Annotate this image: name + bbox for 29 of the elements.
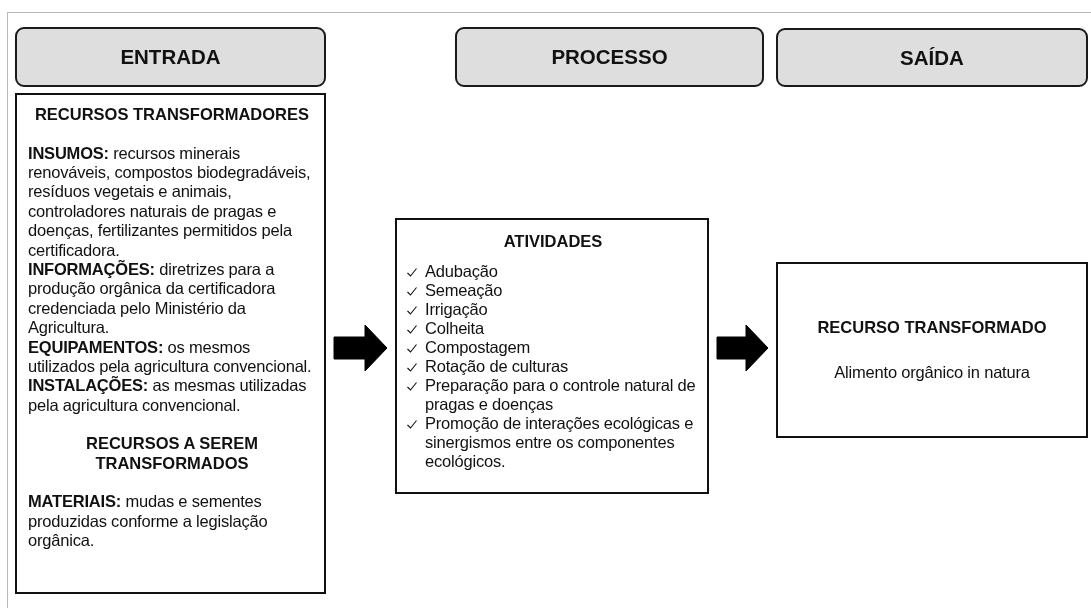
section-title: RECURSOS A SEREM TRANSFORMADOS	[84, 434, 260, 474]
paragraph: EQUIPAMENTOS: os mesmos utilizados pela agricultura convencional.	[28, 337, 313, 377]
block-arrow	[716, 324, 769, 372]
input-box	[15, 93, 326, 594]
header-title: ENTRADA	[120, 45, 221, 69]
header-title: PROCESSO	[551, 45, 668, 69]
list-item: Colheita	[425, 318, 484, 338]
section-title: ATIVIDADES	[502, 232, 604, 252]
paragraph: INSTALAÇÕES: as mesmas utilizadas pela agricultura convencional.	[28, 376, 308, 416]
list-item: Promoção de interações ecológicas e sinergismos entre os componentes ecológicos.	[425, 413, 695, 471]
output-box	[776, 262, 1088, 438]
header-box	[455, 27, 764, 87]
paragraph: INFORMAÇÕES: diretrizes para a produção orgânica da certificadora credenciada pelo Ministério da Agricultura.	[28, 259, 277, 338]
list-item: Semeação	[425, 280, 503, 300]
header-box	[15, 27, 326, 87]
header-title: SAÍDA	[900, 45, 964, 70]
paragraph: INSUMOS: recursos minerais renováveis, compostos biodegradáveis, resíduos vegetais e animais, controladores naturais de pragas e doenças, fertilizantes permitidos pela certificadora.	[28, 143, 312, 260]
header-box	[776, 28, 1088, 87]
process-box	[395, 218, 709, 494]
list-item: Preparação para o controle natural de pragas e doenças	[425, 375, 697, 414]
section-title: RECURSO TRANSFORMADO	[816, 317, 1048, 338]
list-item: Compostagem	[425, 337, 531, 357]
section-title: RECURSOS TRANSFORMADORES	[33, 105, 311, 125]
list-item: Rotação de culturas	[425, 356, 568, 376]
paragraph: Alimento orgânico in natura	[833, 363, 1031, 383]
list-item: Adubação	[425, 261, 498, 281]
list-item: Irrigação	[425, 299, 488, 319]
paragraph: MATERIAIS: mudas e sementes produzidas conforme a legislação orgânica.	[28, 492, 269, 551]
block-arrow	[333, 324, 388, 372]
